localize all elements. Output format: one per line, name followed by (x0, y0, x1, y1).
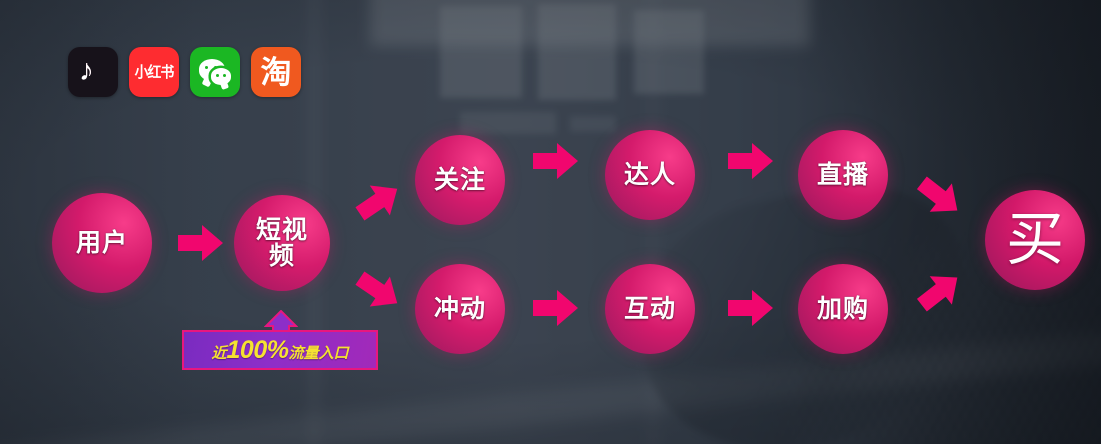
callout-box: 近100%流量入口 (182, 330, 378, 370)
node-user[interactable]: 用户 (52, 193, 152, 293)
node-follow[interactable]: 关注 (415, 135, 505, 225)
arrow-shortvideo-to-impulse (349, 262, 408, 319)
arrow-interaction-to-addtocart (728, 289, 774, 327)
node-short-video-label-line1: 短视 (255, 215, 308, 244)
app-icon-xiaohongshu-label: 小红书 (134, 63, 175, 81)
app-icon-row: ♪ ♪ ♪ 小红书 淘 (68, 47, 301, 97)
node-short-video[interactable]: 短视 频 (234, 195, 330, 291)
traffic-entry-callout[interactable]: 近100%流量入口 (182, 309, 378, 370)
node-user-label: 用户 (75, 228, 128, 257)
node-short-video-label-line2: 频 (268, 242, 295, 270)
node-influencer[interactable]: 达人 (605, 130, 695, 220)
node-interaction[interactable]: 互动 (605, 264, 695, 354)
arrow-livestream-to-buy (910, 168, 970, 226)
node-impulse[interactable]: 冲动 (415, 264, 505, 354)
app-icon-douyin[interactable]: ♪ ♪ ♪ (68, 47, 118, 97)
node-livestream-label: 直播 (816, 160, 869, 189)
app-icon-taobao-label: 淘 (260, 54, 292, 90)
app-icon-xiaohongshu[interactable]: 小红书 (129, 47, 179, 97)
node-impulse-label: 冲动 (433, 294, 486, 323)
arrow-user-to-shortvideo (178, 224, 224, 262)
arrow-impulse-to-interaction (533, 289, 579, 327)
app-icon-wechat[interactable] (190, 47, 240, 97)
node-buy[interactable]: 买 (985, 190, 1085, 290)
arrow-addtocart-to-buy (910, 262, 970, 320)
callout-suffix: 流量入口 (288, 344, 349, 362)
music-note-icon: ♪ ♪ ♪ (79, 54, 94, 87)
node-add-to-cart[interactable]: 加购 (798, 264, 888, 354)
callout-text: 近100%流量入口 (211, 335, 349, 364)
app-icon-taobao[interactable]: 淘 (251, 47, 301, 97)
callout-number: 100% (226, 335, 289, 364)
node-follow-label: 关注 (433, 165, 486, 194)
node-buy-label: 买 (1005, 207, 1064, 273)
arrow-influencer-to-livestream (728, 142, 774, 180)
arrow-follow-to-influencer (533, 142, 579, 180)
node-add-to-cart-label: 加购 (816, 294, 869, 323)
node-influencer-label: 达人 (623, 160, 676, 189)
node-livestream[interactable]: 直播 (798, 130, 888, 220)
node-interaction-label: 互动 (623, 294, 676, 323)
arrow-shortvideo-to-follow (349, 172, 408, 229)
callout-prefix: 近 (211, 344, 227, 362)
chat-bubble-small-icon (211, 68, 231, 85)
